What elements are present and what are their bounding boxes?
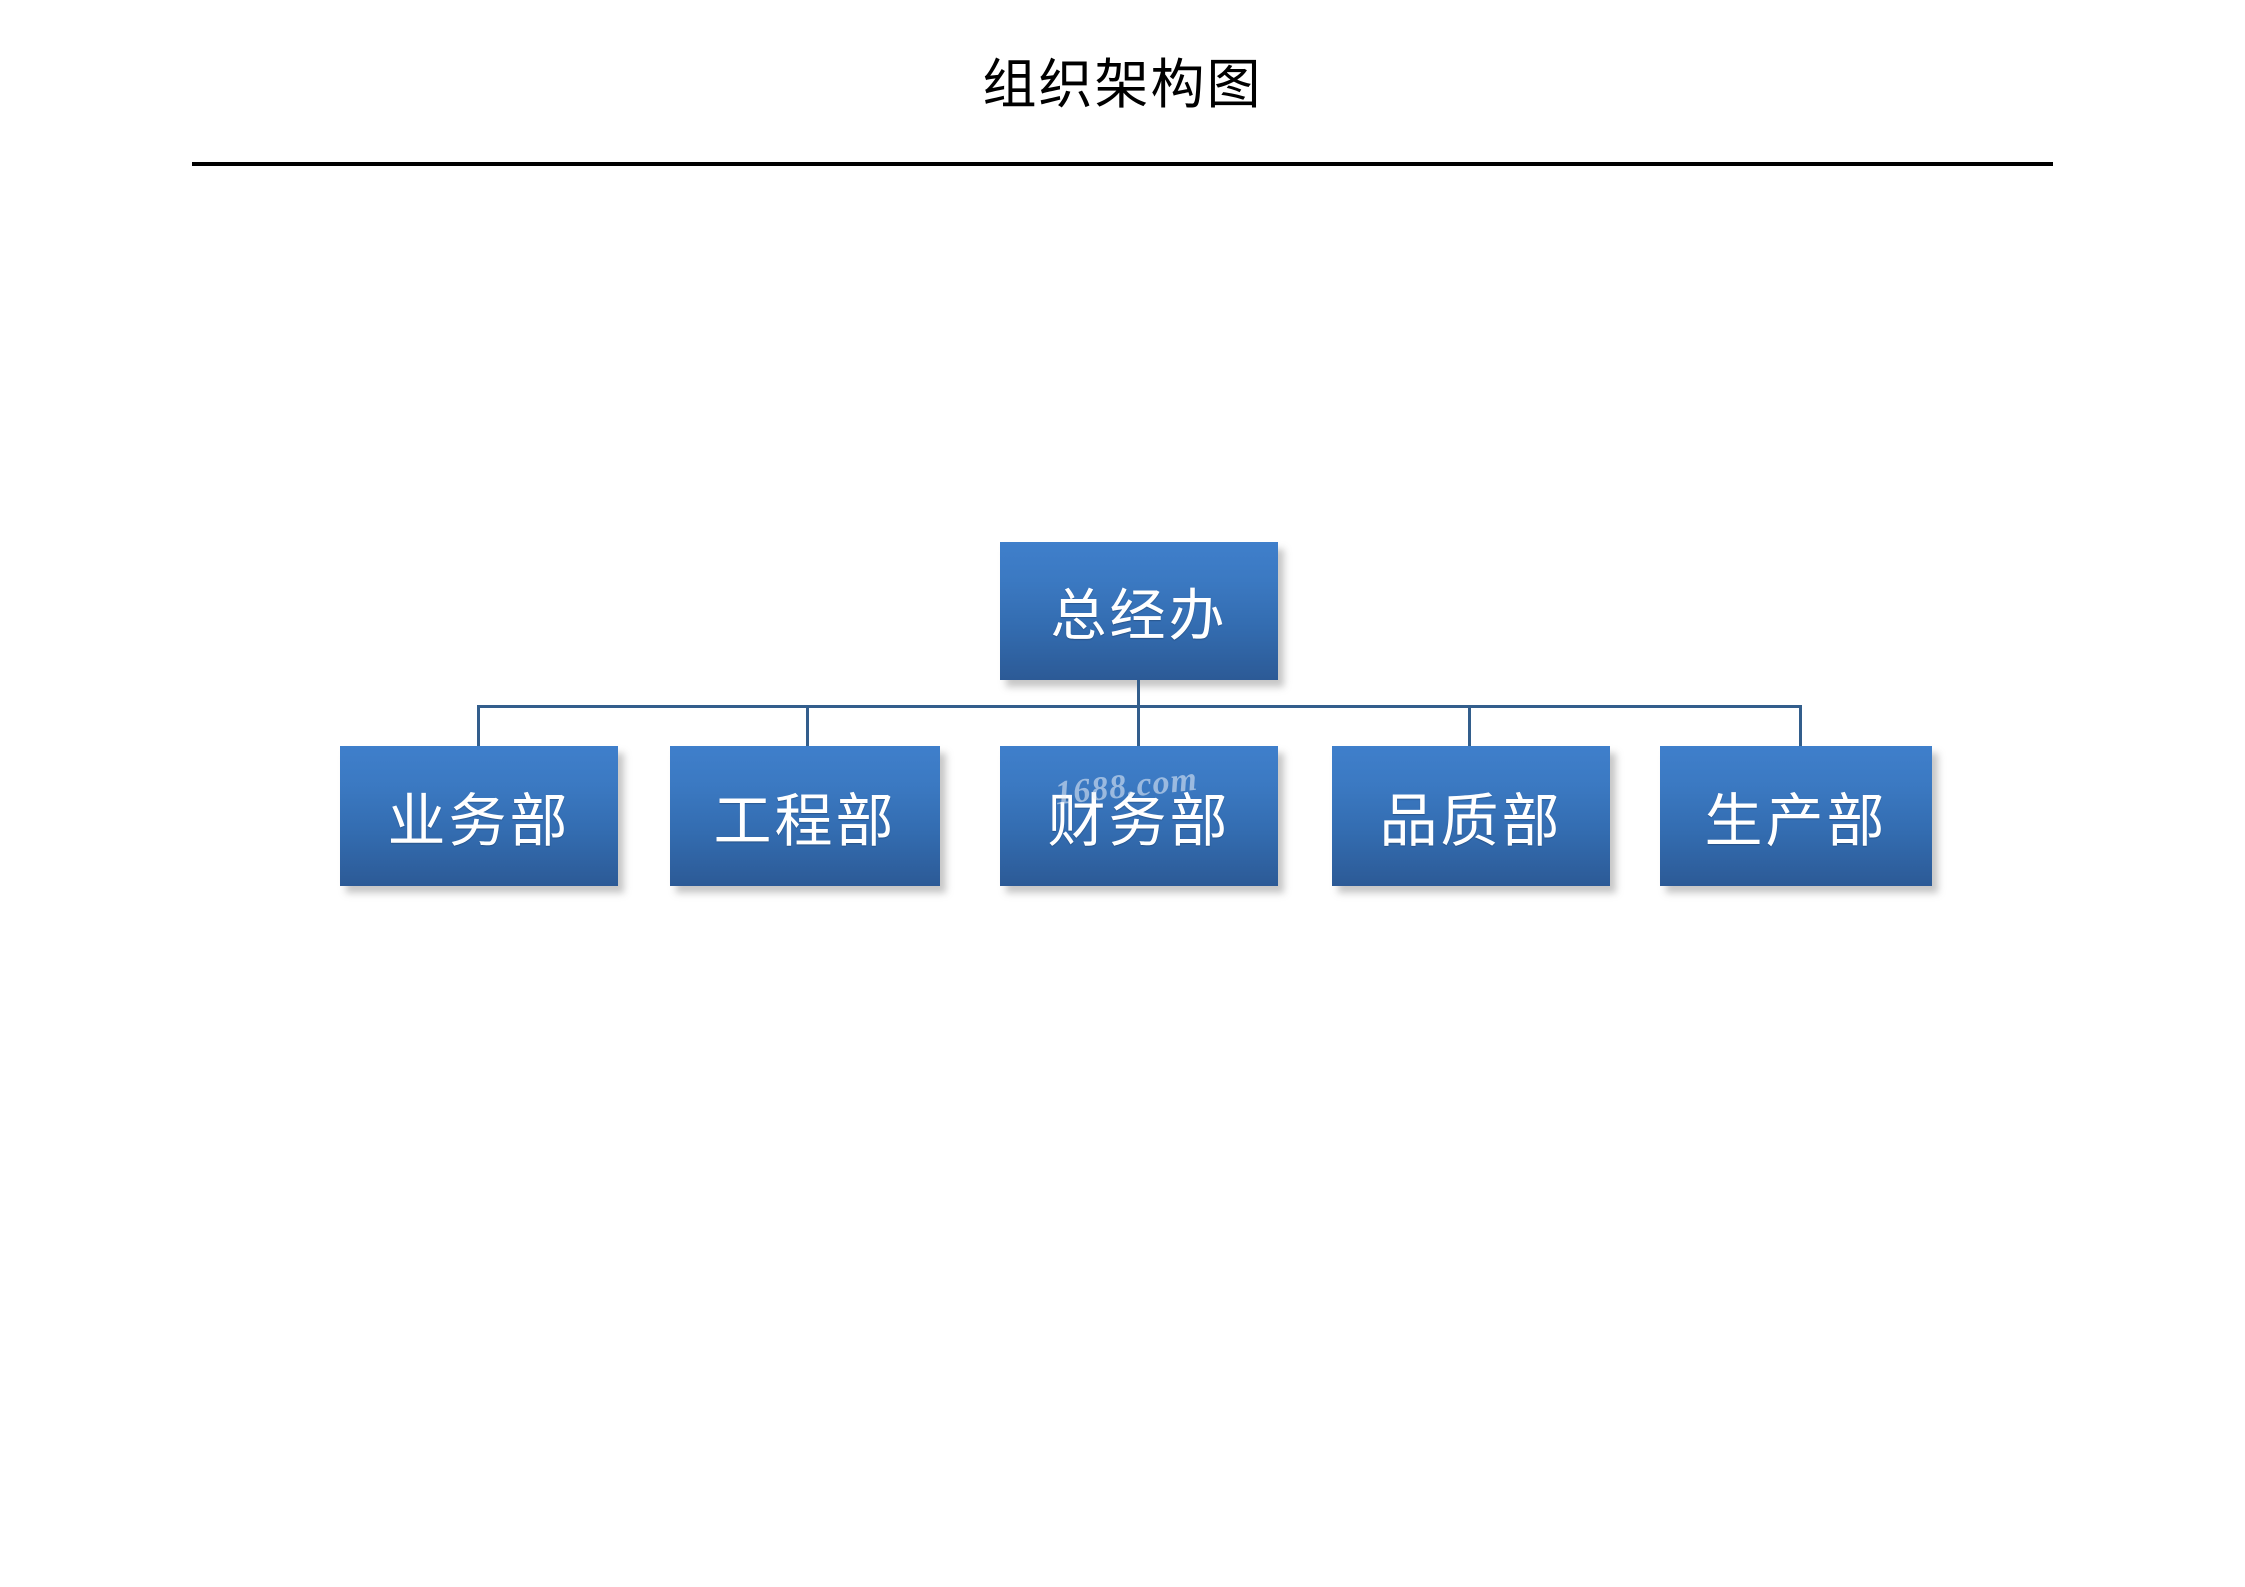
page-title: 组织架构图 — [982, 55, 1263, 115]
org-node-root[interactable]: 总经办 — [1000, 542, 1278, 680]
org-node-engineering[interactable]: 工程部 — [670, 746, 940, 886]
org-node-quality-label: 品质部 — [1379, 789, 1563, 854]
org-node-engineering-label: 工程部 — [713, 789, 897, 854]
connector-drop-finance — [1137, 705, 1140, 746]
org-node-production-label: 生产部 — [1704, 789, 1888, 854]
org-node-finance[interactable]: 财务部 — [1000, 746, 1278, 886]
org-node-business[interactable]: 业务部 — [340, 746, 618, 886]
connector-root-stem — [1137, 680, 1140, 706]
org-node-finance-label: 财务部 — [1047, 789, 1231, 854]
title-divider — [192, 162, 2053, 166]
connector-drop-engineering — [806, 705, 809, 746]
connector-drop-quality — [1468, 705, 1471, 746]
org-node-production[interactable]: 生产部 — [1660, 746, 1932, 886]
org-node-quality[interactable]: 品质部 — [1332, 746, 1610, 886]
org-node-root-label: 总经办 — [1050, 585, 1228, 648]
org-node-business-label: 业务部 — [387, 789, 571, 854]
connector-drop-production — [1799, 705, 1802, 746]
connector-drop-business — [477, 705, 480, 746]
